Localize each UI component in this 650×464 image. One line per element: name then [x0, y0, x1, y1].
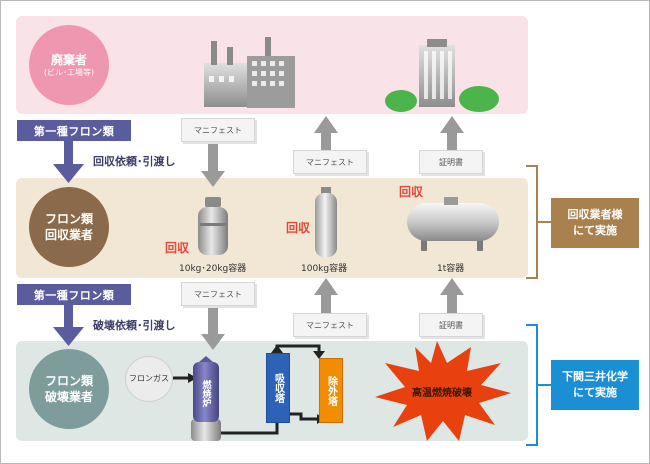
collection-request: 回収依頼･引渡し	[93, 155, 176, 168]
remover-tower: 除外塔	[319, 358, 343, 423]
collector-side-box: 回収業者様 にて実施	[551, 198, 639, 248]
manifest-doc: マニフェスト	[181, 282, 255, 306]
freon-gas-label: フロンガス	[129, 373, 169, 383]
small-container-caption: 10kg･20kg容器	[179, 264, 247, 274]
manifest-doc: マニフェスト	[181, 118, 255, 142]
recover-label: 回収	[165, 241, 190, 255]
discharger-circle: 廃棄者 (ビル･工場等)	[29, 25, 109, 105]
down-arrow-icon	[201, 141, 225, 350]
collector-circle: フロン類 回収業者	[29, 187, 109, 267]
recover-label: 回収	[399, 185, 424, 199]
discharger-name: 廃棄者	[50, 52, 87, 67]
company-side-box: 下関三井化学 にて実施	[551, 360, 639, 410]
collector-line2: 回収業者	[44, 228, 93, 242]
incinerator-label: 燃焼炉	[200, 379, 211, 407]
side2-line2: にて実施	[573, 386, 617, 399]
side2-line1: 下関三井化学	[562, 369, 628, 383]
small-cylinder-icon	[198, 197, 228, 255]
side1-line2: にて実施	[573, 224, 617, 237]
destruction-label: 高温燃焼破壊	[412, 388, 472, 399]
burst-icon	[375, 341, 511, 441]
building-icon	[385, 39, 499, 112]
manifest-doc: マニフェスト	[293, 150, 367, 174]
side1-line1: 回収業者様	[567, 207, 623, 221]
incinerator-icon	[191, 356, 221, 441]
flow-arrow-icon	[53, 139, 84, 346]
discharger-sub: (ビル･工場等)	[43, 67, 95, 77]
destroyer-line2: 破壊業者	[44, 390, 93, 404]
manifest-doc: マニフェスト	[293, 313, 367, 337]
destruction-request: 破壊依頼･引渡し	[93, 319, 176, 332]
large-container-caption: 1t容器	[437, 264, 465, 274]
side-brackets	[526, 165, 551, 446]
medium-cylinder-icon	[315, 187, 337, 257]
recover-label: 回収	[286, 221, 311, 235]
freon-tag-1: 第一種フロン類	[17, 120, 131, 141]
collector-line1: フロン類	[44, 211, 93, 226]
medium-container-caption: 100kg容器	[301, 264, 348, 274]
certificate-doc: 証明書	[419, 313, 483, 337]
factory-icon	[204, 37, 295, 108]
freon-tag-2: 第一種フロン類	[17, 284, 131, 305]
large-tank-icon	[407, 197, 499, 251]
destroyer-circle: フロン類 破壊業者	[29, 349, 109, 429]
certificate-doc: 証明書	[419, 150, 483, 174]
freon-gas-circle: フロンガス	[125, 356, 173, 402]
absorber-tower: 吸収塔	[266, 353, 290, 423]
destroyer-line1: フロン類	[44, 373, 93, 388]
